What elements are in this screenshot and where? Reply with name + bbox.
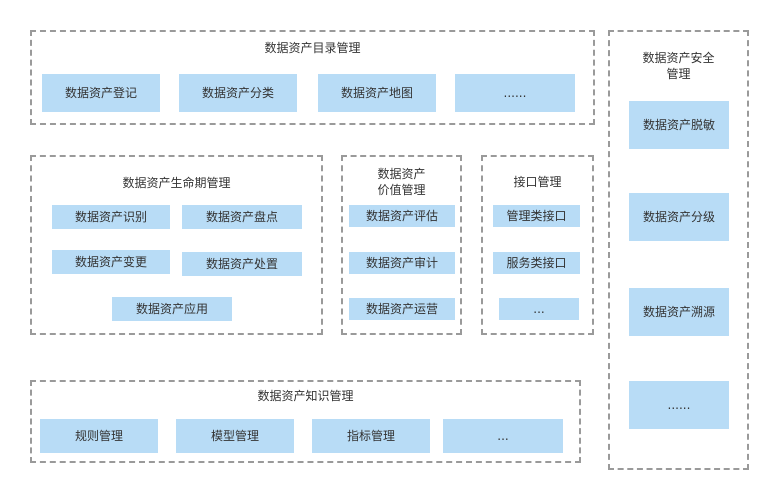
catalog-management-title: 数据资产目录管理 — [264, 41, 361, 55]
catalog-more-box: ...... — [455, 74, 575, 112]
asset-classification-box: 数据资产分类 — [179, 74, 297, 112]
asset-traceability-box: 数据资产溯源 — [629, 288, 729, 336]
indicator-management-box: 指标管理 — [312, 419, 430, 453]
security-more-box: ...... — [629, 381, 729, 429]
service-interface-box: 服务类接口 — [493, 252, 580, 274]
catalog-management-group: 数据资产目录管理 数据资产登记 数据资产分类 数据资产地图 ...... — [30, 30, 595, 125]
knowledge-management-title: 数据资产知识管理 — [257, 389, 354, 403]
security-management-title-line1: 数据资产安全 — [642, 51, 715, 65]
asset-registration-box: 数据资产登记 — [42, 74, 160, 112]
asset-application-box: 数据资产应用 — [112, 297, 232, 321]
asset-inventory-box: 数据资产盘点 — [182, 205, 302, 229]
management-interface-box: 管理类接口 — [493, 205, 580, 227]
lifecycle-management-group: 数据资产生命期管理 数据资产识别 数据资产盘点 数据资产变更 数据资产处置 数据… — [30, 155, 323, 335]
interface-management-title: 接口管理 — [513, 175, 562, 189]
asset-evaluation-box: 数据资产评估 — [349, 205, 455, 227]
interface-management-group: 接口管理 管理类接口 服务类接口 ... — [481, 155, 594, 335]
security-management-group: 数据资产安全 管理 数据资产脱敏 数据资产分级 数据资产溯源 ...... — [608, 30, 749, 470]
asset-grading-box: 数据资产分级 — [629, 193, 729, 241]
asset-map-box: 数据资产地图 — [318, 74, 436, 112]
value-management-title-line2: 价值管理 — [377, 183, 426, 197]
value-management-group: 数据资产 价值管理 数据资产评估 数据资产审计 数据资产运营 — [341, 155, 462, 335]
asset-audit-box: 数据资产审计 — [349, 252, 455, 274]
knowledge-management-group: 数据资产知识管理 规则管理 模型管理 指标管理 ... — [30, 380, 581, 463]
lifecycle-management-title: 数据资产生命期管理 — [122, 176, 231, 190]
asset-operation-box: 数据资产运营 — [349, 298, 455, 320]
rule-management-box: 规则管理 — [40, 419, 158, 453]
value-management-title-line1: 数据资产 — [377, 167, 426, 181]
knowledge-more-box: ... — [443, 419, 563, 453]
asset-identification-box: 数据资产识别 — [52, 205, 170, 229]
asset-disposal-box: 数据资产处置 — [182, 252, 302, 276]
asset-change-box: 数据资产变更 — [52, 250, 170, 274]
model-management-box: 模型管理 — [176, 419, 294, 453]
security-management-title-line2: 管理 — [666, 67, 691, 81]
asset-desensitization-box: 数据资产脱敏 — [629, 101, 729, 149]
interface-more-box: ... — [499, 298, 579, 320]
